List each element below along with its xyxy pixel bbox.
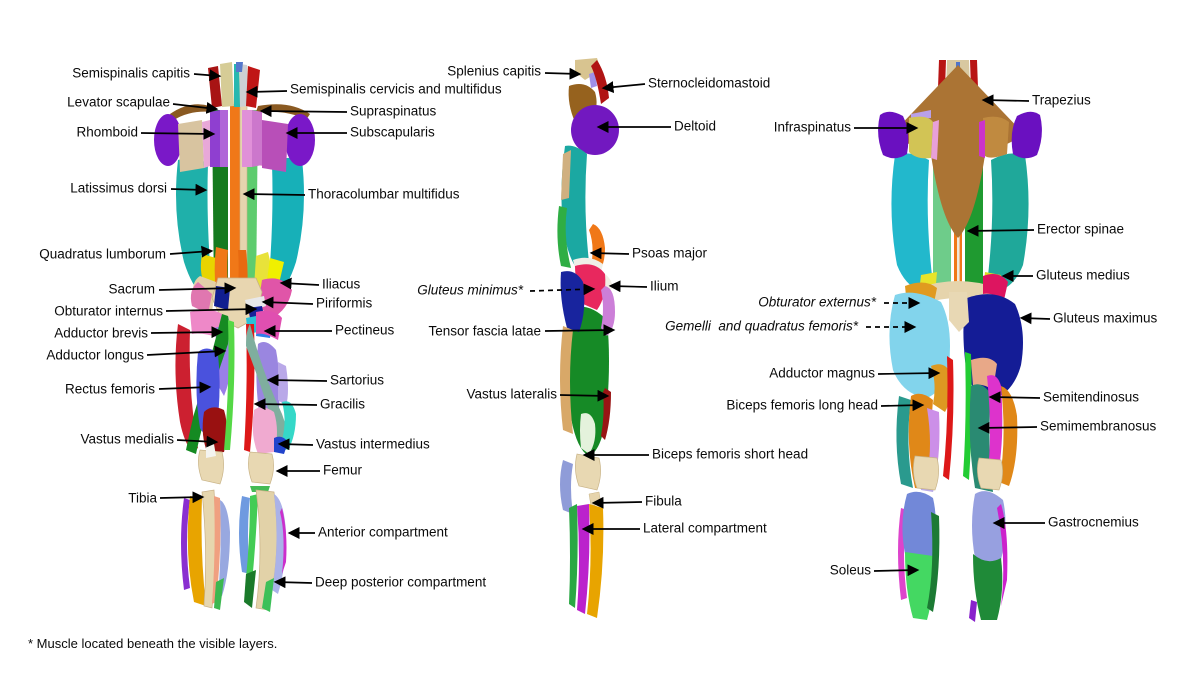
label-semispinalis-capitis: Semispinalis capitis [72, 65, 190, 81]
label-semitendinosus: Semitendinosus [1043, 389, 1140, 405]
label-biceps-femoris-short-head: Biceps femoris short head [652, 446, 809, 462]
label-vastus-lateralis: Vastus lateralis [466, 386, 557, 402]
figure-posterior-superficial-body [878, 60, 1042, 622]
label-semimembranosus: Semimembranosus [1040, 418, 1157, 434]
label-infraspinatus: Infraspinatus [773, 119, 851, 135]
label-gluteus-minimus: Gluteus minimus* [417, 282, 523, 298]
label-sacrum: Sacrum [108, 281, 155, 297]
label-adductor-longus: Adductor longus [46, 347, 144, 363]
label-latissimus-dorsi: Latissimus dorsi [70, 180, 167, 196]
label-gracilis: Gracilis [320, 396, 366, 412]
label-tensor-fascia-latae: Tensor fascia latae [428, 323, 541, 339]
label-erector-spinae: Erector spinae [1037, 221, 1125, 237]
label-obturator-externus: Obturator externus* [758, 294, 876, 310]
label-pectineus: Pectineus [335, 322, 395, 338]
label-vastus-intermedius: Vastus intermedius [316, 436, 430, 452]
label-obturator-internus: Obturator internus [54, 303, 163, 319]
label-vastus-medialis: Vastus medialis [80, 431, 174, 447]
label-ilium: Ilium [650, 278, 679, 294]
footnote: * Muscle located beneath the visible lay… [28, 636, 278, 651]
label-psoas-major: Psoas major [632, 245, 708, 261]
label-gemelli-quadratus-femoris: Gemelli and quadratus femoris* [665, 318, 858, 334]
label-deep-posterior-compartment: Deep posterior compartment [315, 574, 487, 590]
label-anterior-compartment: Anterior compartment [318, 524, 448, 540]
label-piriformis: Piriformis [316, 295, 373, 311]
label-supraspinatus: Supraspinatus [350, 103, 437, 119]
label-fibula: Fibula [645, 493, 682, 509]
label-trapezius: Trapezius [1032, 92, 1091, 108]
label-iliacus: Iliacus [322, 276, 361, 292]
label-adductor-brevis: Adductor brevis [54, 325, 148, 341]
label-splenius-capitis: Splenius capitis [447, 63, 541, 79]
label-thoracolumbar-multifidus: Thoracolumbar multifidus [308, 186, 460, 202]
label-biceps-femoris-long-head: Biceps femoris long head [726, 397, 878, 413]
label-levator-scapulae: Levator scapulae [67, 94, 170, 110]
label-quadratus-lumborum: Quadratus lumborum [39, 246, 166, 262]
label-lateral-compartment: Lateral compartment [643, 520, 767, 536]
label-gastrocnemius: Gastrocnemius [1048, 514, 1139, 530]
label-rhomboid: Rhomboid [76, 124, 138, 140]
label-gluteus-medius: Gluteus medius [1036, 267, 1130, 283]
label-soleus: Soleus [829, 562, 871, 578]
label-sartorius: Sartorius [330, 372, 385, 388]
label-sternocleidomastoid: Sternocleidomastoid [648, 75, 771, 91]
label-femur: Femur [323, 462, 363, 478]
label-rectus-femoris: Rectus femoris [64, 381, 155, 397]
figure-posterior-deep-body [154, 62, 315, 612]
label-tibia: Tibia [128, 490, 157, 506]
label-gluteus-maximus: Gluteus maximus [1053, 310, 1158, 326]
label-adductor-magnus: Adductor magnus [769, 365, 875, 381]
label-deltoid: Deltoid [674, 118, 717, 134]
label-semispinalis-cervicis-multifidus: Semispinalis cervicis and multifidus [290, 81, 502, 97]
label-subscapularis: Subscapularis [350, 124, 435, 140]
